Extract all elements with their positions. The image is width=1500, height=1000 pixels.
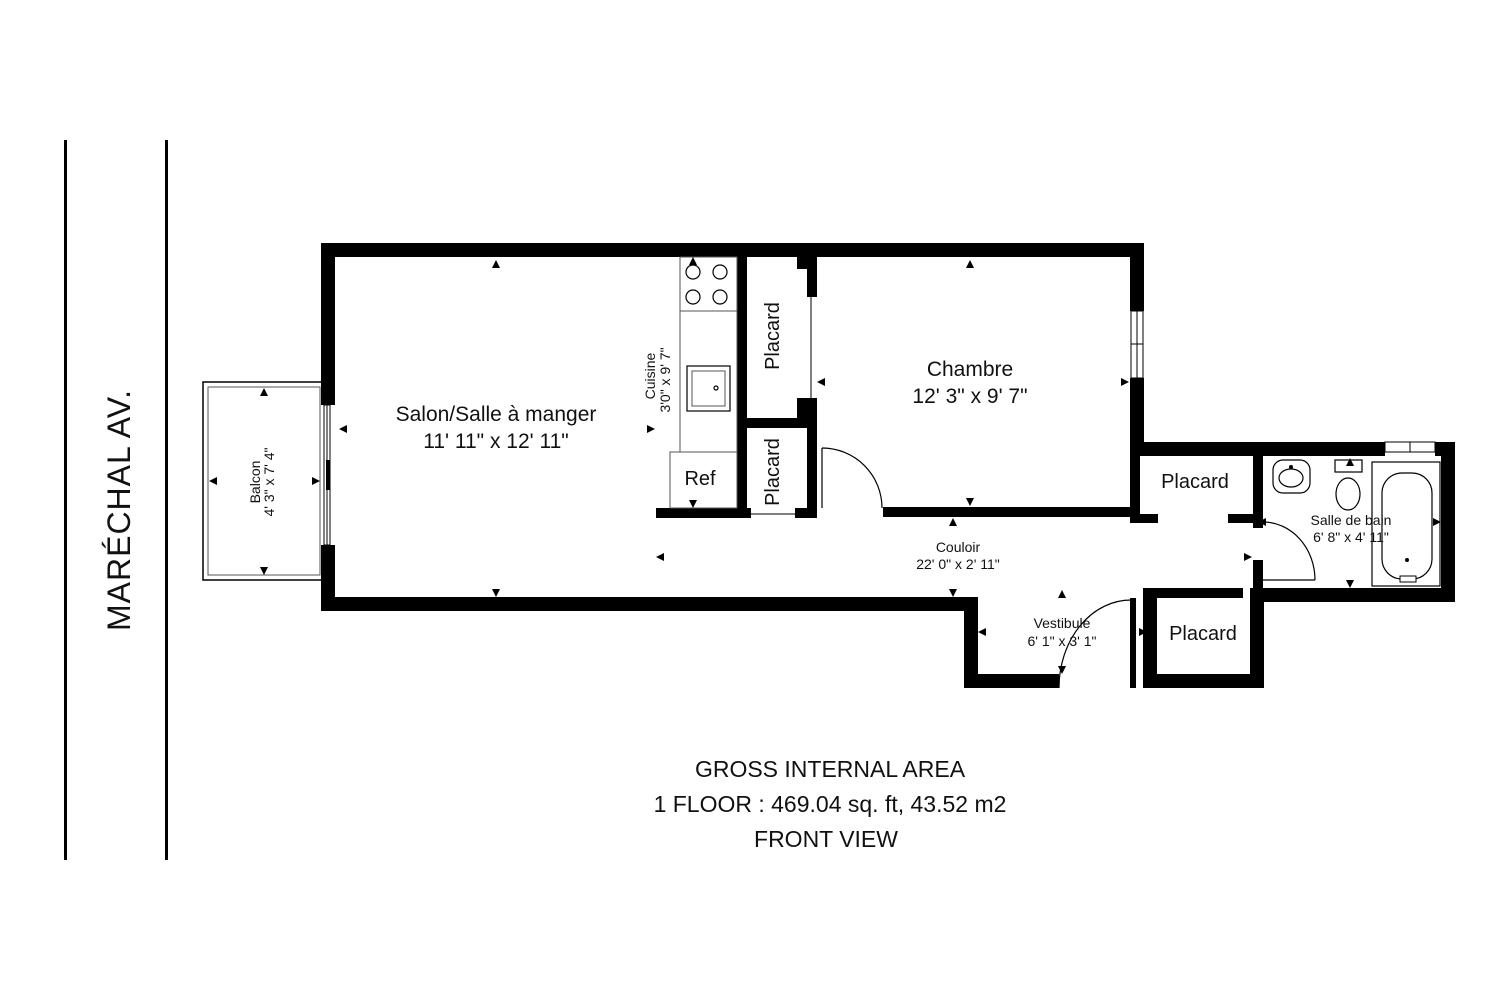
couloir-name: Couloir (936, 539, 981, 555)
room-labels: Salon/Salle à manger 11' 11" x 12' 11" C… (247, 302, 1391, 649)
placard-label-2: Placard (762, 438, 784, 506)
placard-label-3: Placard (1161, 471, 1229, 493)
placard-label-4: Placard (1169, 623, 1237, 645)
dimension-arrows (209, 257, 1441, 674)
area-summary: GROSS INTERNAL AREA 1 FLOOR : 469.04 sq.… (654, 756, 1007, 852)
chambre-dims: 12' 3" x 9' 7" (912, 385, 1027, 408)
chambre-name: Chambre (927, 358, 1013, 381)
walls (321, 243, 1455, 688)
street-line-left (64, 140, 67, 860)
balcon-name: Balcon (247, 461, 263, 504)
street: MARÉCHAL AV. (64, 140, 168, 860)
footer-line-1: GROSS INTERNAL AREA (695, 756, 966, 782)
couloir-dims: 22' 0" x 2' 11" (916, 556, 1000, 572)
doors (821, 447, 1316, 689)
street-line-right (165, 140, 168, 860)
balcon-dims: 4' 3" x 7' 4" (261, 447, 277, 516)
footer-line-3: FRONT VIEW (754, 826, 898, 852)
salon-dims: 11' 11" x 12' 11" (423, 430, 569, 453)
salle-de-bain-dims: 6' 8" x 4' 11" (1313, 529, 1389, 545)
cuisine-dims: 3'0" x 9' 7" (657, 347, 673, 412)
footer-line-2: 1 FLOOR : 469.04 sq. ft, 43.52 m2 (654, 791, 1007, 817)
placard-label-1: Placard (762, 302, 784, 370)
cuisine-name: Cuisine (642, 352, 658, 399)
vestibule-name: Vestibule (1034, 615, 1091, 631)
vestibule-dims: 6' 1" x 3' 1" (1028, 633, 1097, 649)
ref-label: Ref (684, 468, 716, 490)
street-label: MARÉCHAL AV. (101, 389, 137, 631)
bathroom-fixtures (1272, 459, 1441, 587)
salle-de-bain-name: Salle de bain (1311, 512, 1392, 528)
salon-name: Salon/Salle à manger (396, 403, 597, 426)
